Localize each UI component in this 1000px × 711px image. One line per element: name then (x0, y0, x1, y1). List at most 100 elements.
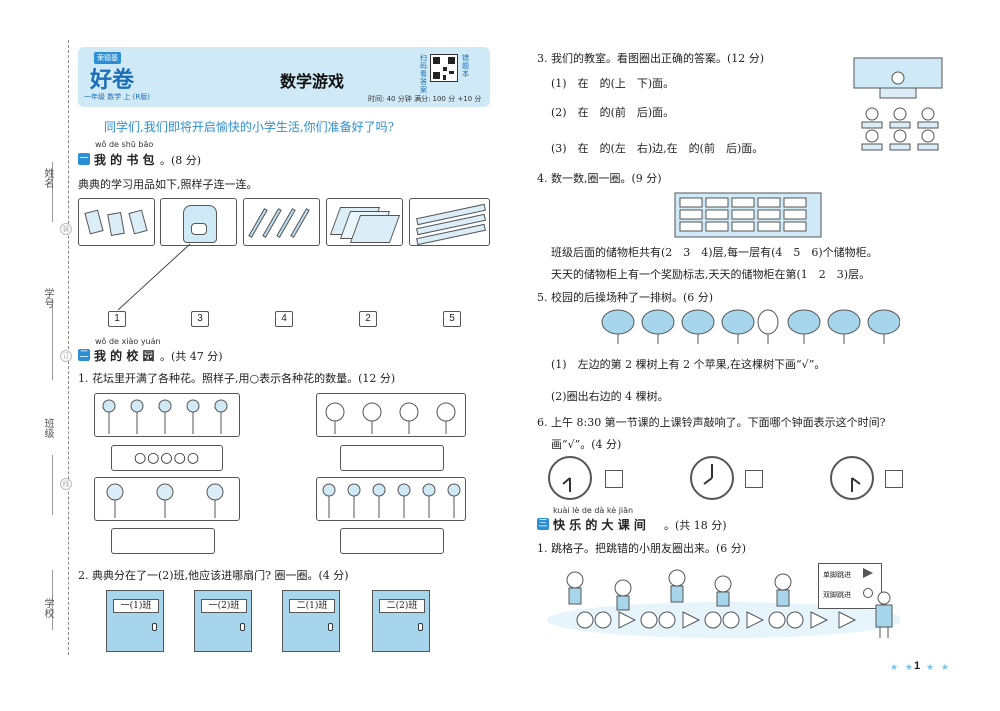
number-box[interactable]: 5 (443, 311, 461, 327)
clock-answer-checkbox[interactable] (745, 470, 763, 488)
flower-icon (102, 399, 228, 434)
door-plate: 二(1)班 (289, 599, 335, 613)
q3-line2: (2) 在 的(前 后)面。 (551, 106, 675, 119)
q3-text: 3. 我们的教室。看图圈出正确的答案。(12 分) (537, 52, 765, 65)
sec2-q2: 2. 典典分在了一(2)班,他应该进哪扇门? 圈一圈。(4 分) (78, 569, 349, 582)
brand-top-label: 荣德基 (94, 52, 121, 64)
supply-pencils[interactable] (243, 198, 320, 246)
trees-row (601, 309, 900, 344)
q3-line1: (1) 在 的(上 下)面。 (551, 77, 675, 90)
sec3-q1: 1. 跳格子。把跳错的小朋友圈出来。(6 分) (537, 542, 747, 555)
answer-box[interactable] (340, 445, 444, 471)
number-box[interactable]: 1 (108, 311, 126, 327)
page-decoration-stars: ★ ★ (926, 663, 951, 673)
lockers-illustration (674, 192, 822, 238)
door-plate: 一(2)班 (201, 599, 247, 613)
classroom-door[interactable]: 二(1)班 (282, 590, 340, 652)
sec1-score: 。(8 分) (160, 154, 202, 167)
page-title: 数学游戏 (280, 72, 345, 91)
qr-right-label: 错题本 (462, 54, 469, 78)
legend-single: 单脚跳进 (823, 571, 851, 579)
q5-line1: (1) 左边的第 2 棵树上有 2 个苹果,在这棵树下画“√”。 (551, 358, 826, 371)
sec1-instruction: 典典的学习用品如下,照样子连一连。 (78, 178, 258, 191)
flower-icon (322, 483, 461, 518)
door-plate: 一(1)班 (113, 599, 159, 613)
sec3-badge: 三 (537, 518, 549, 530)
clock-icon (690, 456, 734, 500)
flowerbed-2 (316, 393, 466, 437)
classroom-door[interactable]: 一(1)班 (106, 590, 164, 652)
binding-hole: 装 (60, 223, 72, 235)
number-box[interactable]: 2 (359, 311, 377, 327)
binding-dashed-line (68, 40, 69, 655)
clock-icon (830, 456, 874, 500)
binding-label-name: 姓名 (42, 168, 53, 188)
q5-line2: (2)圈出右边的 4 棵树。 (551, 390, 669, 403)
binding-line (52, 455, 53, 515)
binding-line (52, 162, 53, 222)
sec3-pinyin: kuài lè de dà kè jiān (553, 506, 634, 515)
clock-answer-checkbox[interactable] (885, 470, 903, 488)
binding-line (52, 570, 53, 630)
q5-text: 5. 校园的后操场种了一排树。(6 分) (537, 291, 714, 304)
number-box[interactable]: 4 (275, 311, 293, 327)
door-handle-icon (328, 623, 333, 631)
classroom-door[interactable]: 一(2)班 (194, 590, 252, 652)
binding-label-id: 学号 (42, 288, 53, 308)
intro-text: 同学们,我们即将开启愉快的小学生活,你们准备好了吗? (104, 120, 395, 134)
clock-icon (548, 456, 592, 500)
qr-left-label: 扫码看答案 (420, 54, 427, 94)
flowerbed-3 (94, 477, 240, 521)
classroom-door[interactable]: 二(2)班 (372, 590, 430, 652)
sec2-q1: 1. 花坛里开满了各种花。照样子,用○表示各种花的数量。(12 分) (78, 372, 396, 385)
answer-box[interactable] (111, 528, 215, 554)
flowerbed-4 (316, 477, 466, 521)
sec1-title: 我 的 书 包 (94, 153, 155, 167)
sec1-badge: 一 (78, 153, 90, 165)
supply-erasers[interactable] (78, 198, 155, 246)
brand-logo: 荣德基 好卷 一年级 数学 上 (R版) (84, 50, 168, 104)
legend-double: 双脚跳进 (823, 591, 851, 599)
number-box[interactable]: 3 (191, 311, 209, 327)
door-handle-icon (418, 623, 423, 631)
binding-label-school: 学校 (42, 598, 53, 618)
sec2-badge: 二 (78, 349, 90, 361)
sec2-title: 我 的 校 园 (94, 349, 155, 363)
binding-line (52, 300, 53, 380)
page-number: 1 (914, 660, 921, 672)
supply-backpack[interactable] (160, 198, 237, 246)
sec2-score: 。(共 47 分) (160, 350, 223, 363)
header-banner (78, 47, 490, 107)
sec3-title: 快 乐 的 大 课 间 (553, 518, 646, 532)
answer-box-example[interactable]: ○○○○○ (111, 445, 223, 471)
answer-box[interactable] (340, 528, 444, 554)
q4-line1: 班级后面的储物柜共有(2 3 4)层,每一层有(4 5 6)个储物柜。 (551, 246, 878, 259)
supply-books[interactable] (326, 198, 403, 246)
q4-line2: 天天的储物柜上有一个奖励标志,天天的储物柜在第(1 2 3)层。 (551, 268, 871, 281)
exam-meta: 时间: 40 分钟 满分: 100 分 +10 分 (368, 95, 482, 103)
hopscotch-legend: 单脚跳进 双脚跳进 (818, 563, 882, 609)
q6-text: 6. 上午 8:30 第一节课的上课铃声敲响了。下面哪个钟面表示这个时间? (537, 416, 886, 429)
q4-text: 4. 数一数,圈一圈。(9 分) (537, 172, 662, 185)
door-handle-icon (152, 623, 157, 631)
binding-hole: 订 (60, 350, 72, 362)
flower-icon (106, 483, 224, 518)
triangle-icon (863, 568, 873, 578)
clock-answer-checkbox[interactable] (605, 470, 623, 488)
brand-logo-text: 好卷 (90, 67, 135, 93)
page-decoration-stars: ★ ★ (890, 663, 915, 673)
sec2-pinyin: wǒ de xiào yuán (95, 337, 161, 346)
sec3-score: 。(共 18 分) (664, 519, 727, 532)
binding-label-class: 班级 (42, 418, 53, 438)
door-handle-icon (240, 623, 245, 631)
example-connect-line (117, 243, 191, 311)
classroom-illustration (853, 57, 943, 151)
grade-label: 一年级 数学 上 (R版) (84, 93, 151, 101)
teacher-illustration (875, 591, 893, 638)
q3-line3: (3) 在 的(左 右)边,在 的(前 后)面。 (551, 142, 764, 155)
qr-code-icon (430, 54, 458, 82)
flower-icon (325, 402, 456, 434)
sec1-pinyin: wǒ de shū bāo (95, 140, 154, 149)
door-plate: 二(2)班 (379, 599, 425, 613)
supply-rulers[interactable] (409, 198, 490, 246)
